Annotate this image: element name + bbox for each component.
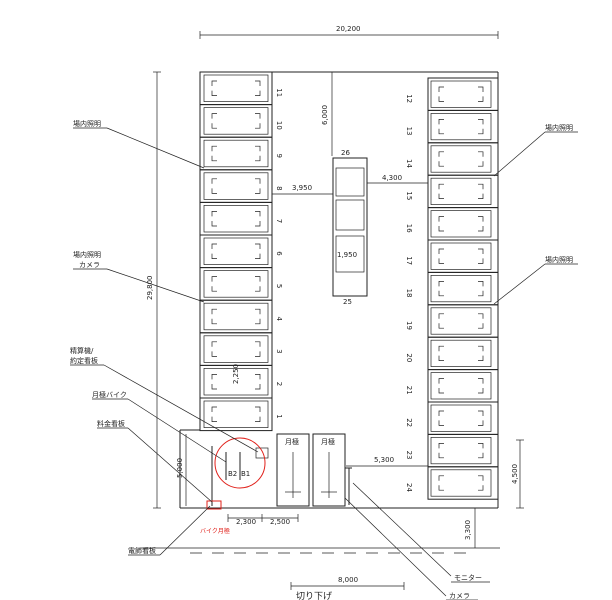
monthly-label-2: 月極 <box>321 437 335 446</box>
stall-left: 2 <box>199 364 283 399</box>
b2-label: B2 <box>228 470 237 478</box>
stall-number-right: 18 <box>405 289 413 298</box>
stall-left: 9 <box>199 136 283 171</box>
stall-right: 22 <box>405 401 499 435</box>
dim-2300: 2,300 <box>236 518 256 526</box>
dim-1950: 1,950 <box>337 251 357 259</box>
dim-3300: 3,300 <box>464 520 472 540</box>
island-bottom-label: 25 <box>343 298 352 306</box>
stall-left: 5 <box>199 267 283 301</box>
stall-number-left: 2 <box>275 382 283 386</box>
stall-number-left: 4 <box>275 317 283 322</box>
dim-5300: 5,300 <box>374 456 394 464</box>
stall-left: 10 <box>199 104 283 138</box>
label-camera: カメラ <box>449 592 470 600</box>
dim-2500: 2,500 <box>270 518 290 526</box>
dim-top: 20,200 <box>336 25 361 33</box>
dim-3950: 3,950 <box>292 184 312 192</box>
stall-right: 18 <box>405 271 499 306</box>
cut-label: 切り下げ <box>296 591 332 600</box>
right-stalls: 12 13 14 15 16 17 18 19 20 21 22 23 24 <box>405 77 499 500</box>
stall-left: 7 <box>199 201 283 236</box>
stall-right: 23 <box>405 433 499 468</box>
stall-number-right: 13 <box>405 127 413 136</box>
label-fee-sign: 料金看板 <box>97 419 125 428</box>
stall-right: 24 <box>405 466 499 500</box>
stall-right: 20 <box>405 336 499 371</box>
stall-right: 19 <box>405 304 499 338</box>
stall-number-left: 6 <box>275 251 283 256</box>
stall-right: 13 <box>405 109 499 144</box>
dim-aisle: 6,000 <box>321 105 329 125</box>
dim-5000: 5,000 <box>176 458 184 478</box>
stall-number-right: 24 <box>405 483 413 492</box>
stall-left: 3 <box>199 332 283 366</box>
dim-4300: 4,300 <box>382 174 402 182</box>
stall-number-right: 14 <box>405 159 413 168</box>
b1-label: B1 <box>241 470 250 478</box>
label-light-camera-a: 場内照明 <box>73 250 101 259</box>
stall-number-left: 8 <box>275 186 283 190</box>
payment-machine <box>255 447 269 459</box>
bike-monthly-red-label: バイク月極 <box>200 527 230 535</box>
stall-right: 21 <box>405 369 499 403</box>
leader-camera <box>344 497 447 597</box>
dim-8000: 8,000 <box>338 576 358 584</box>
bike-highlight-circle <box>214 437 266 489</box>
island-top-label: 26 <box>341 149 350 157</box>
monthly-stall-1 <box>276 433 310 507</box>
stall-right: 17 <box>405 239 499 273</box>
label-payment-b: 約定看板 <box>70 356 98 365</box>
stall-number-left: 9 <box>275 154 283 158</box>
stall-number-right: 17 <box>405 256 413 265</box>
stall-left: 8 <box>199 169 283 203</box>
stall-number-right: 23 <box>405 451 413 460</box>
dim-4500: 4,500 <box>511 464 519 484</box>
stall-number-left: 5 <box>275 284 283 288</box>
stall-number-right: 12 <box>405 94 413 103</box>
dim-2250: 2,250 <box>232 364 240 384</box>
stall-number-left: 7 <box>275 219 283 223</box>
stall-number-left: 1 <box>275 414 283 418</box>
center-island <box>332 157 368 297</box>
stall-right: 12 <box>405 77 499 111</box>
label-light-3: 場内照明 <box>545 255 573 264</box>
monthly-stall-2 <box>312 433 346 507</box>
label-light-camera-b: カメラ <box>79 261 100 269</box>
label-monitor: モニター <box>454 573 482 582</box>
stall-number-right: 16 <box>405 224 413 233</box>
stall-number-right: 15 <box>405 191 413 200</box>
monthly-label-1: 月極 <box>285 437 299 446</box>
stall-number-right: 21 <box>405 386 413 395</box>
stall-right: 14 <box>405 142 499 176</box>
dim-left: 29,800 <box>146 276 154 301</box>
stall-left: 11 <box>199 71 283 106</box>
label-pole-sign: 電飾看板 <box>128 546 156 555</box>
stall-number-right: 22 <box>405 418 413 427</box>
stall-left: 4 <box>199 299 283 334</box>
stall-right: 16 <box>405 207 499 241</box>
label-payment-a: 精算機/ <box>70 346 94 355</box>
leader-monitor <box>352 482 452 577</box>
stall-number-left: 11 <box>275 88 283 97</box>
stall-right: 15 <box>405 174 499 209</box>
stall-number-right: 20 <box>405 353 413 362</box>
stall-number-right: 19 <box>405 321 413 330</box>
stall-number-left: 10 <box>275 121 283 130</box>
left-stalls: 11 10 9 8 7 6 5 4 3 2 1 <box>199 71 283 432</box>
label-light-2: 場内照明 <box>545 123 573 132</box>
label-bike: 月極バイク <box>92 390 127 399</box>
label-light-1: 場内照明 <box>73 119 101 128</box>
stall-number-left: 3 <box>275 349 283 353</box>
stall-left: 6 <box>199 234 283 269</box>
stall-left: 1 <box>199 397 283 432</box>
